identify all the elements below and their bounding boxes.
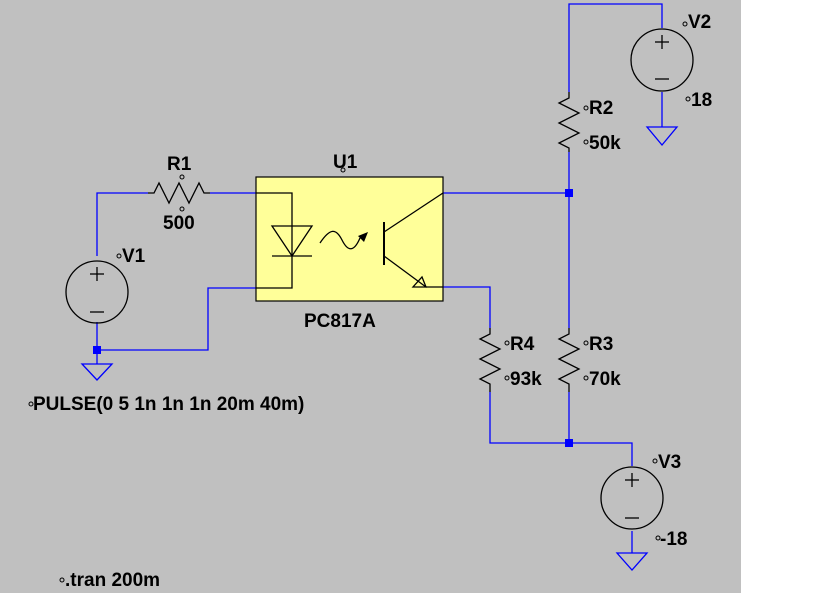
wire-r4-v3: [489, 392, 633, 466]
ground-icon: [615, 552, 649, 571]
u1-name-label: U1: [333, 152, 358, 173]
resistor-r1[interactable]: [148, 174, 210, 212]
v3-name-label: V3: [658, 452, 681, 473]
optocoupler-u1[interactable]: [255, 167, 444, 302]
wires: [96, 3, 663, 553]
r2-value-label: 50k: [589, 133, 621, 154]
tran-directive[interactable]: .tran 200m: [65, 570, 160, 591]
voltage-source-v1[interactable]: [65, 253, 129, 324]
ground-icon: [645, 126, 679, 147]
v3-value-label: -18: [660, 529, 687, 550]
wire-v1-r1: [96, 192, 148, 256]
voltage-source-v3[interactable]: [600, 458, 664, 541]
junction-dot: [565, 189, 573, 197]
resistor-r2[interactable]: [557, 92, 589, 152]
resistor-r4[interactable]: [478, 328, 510, 392]
voltage-source-v2[interactable]: [630, 21, 694, 102]
wire-u1-emitter: [443, 286, 491, 328]
schematic-drawing: V1 PULSE(0 5 1n 1n 1n 20m 40m) R1 500 U1…: [28, 3, 712, 591]
r3-name-label: R3: [589, 334, 613, 355]
v2-value-label: 18: [691, 90, 712, 111]
r1-value-label: 500: [163, 213, 195, 234]
resistor-r3[interactable]: [557, 328, 589, 392]
v1-name-label: V1: [122, 246, 146, 267]
r4-name-label: R4: [510, 334, 535, 355]
r4-value-label: 93k: [510, 369, 542, 390]
junction-dot: [565, 439, 573, 447]
v1-value-label: PULSE(0 5 1n 1n 1n 20m 40m): [33, 394, 304, 415]
r1-name-label: R1: [167, 154, 192, 175]
ground-icon: [80, 363, 114, 381]
r2-name-label: R2: [589, 98, 613, 119]
schematic-canvas[interactable]: V1 PULSE(0 5 1n 1n 1n 20m 40m) R1 500 U1…: [0, 0, 741, 593]
wire-u1-gnd: [97, 287, 256, 351]
r3-value-label: 70k: [589, 369, 621, 390]
wire-v2-r2: [568, 3, 663, 92]
junction-dot: [93, 346, 101, 354]
v2-name-label: V2: [688, 12, 711, 33]
u1-value-label: PC817A: [304, 311, 376, 332]
